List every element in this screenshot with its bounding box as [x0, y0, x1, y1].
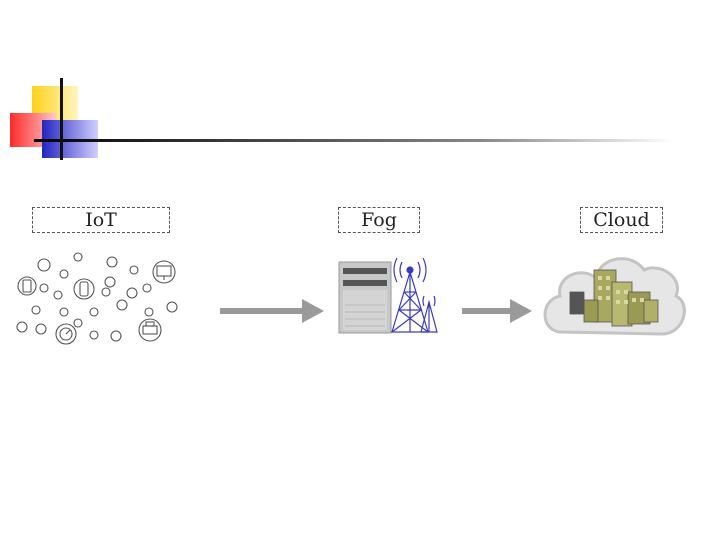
deco-vertical-line	[60, 78, 63, 160]
sensor-device-icon	[59, 269, 69, 279]
sensor-device-icon	[126, 287, 138, 299]
cloud-label: Cloud	[580, 207, 663, 233]
sensor-device-icon	[59, 307, 69, 317]
sensor-device-icon	[39, 283, 49, 293]
arrow-right-icon	[462, 299, 532, 323]
printer-icon	[138, 318, 162, 342]
deco-horizontal-line	[34, 139, 674, 142]
sensor-device-icon	[101, 287, 111, 297]
sensor-device-icon	[89, 330, 99, 340]
sensor-device-icon	[35, 323, 47, 335]
sensor-device-icon	[37, 258, 51, 272]
monitor-icon	[152, 260, 176, 284]
sensor-device-icon	[142, 283, 152, 293]
sensor-device-icon	[166, 301, 178, 313]
cloud-datacenter-icon	[543, 257, 686, 336]
iot-device-cluster	[16, 252, 178, 345]
sensor-device-icon	[144, 307, 154, 317]
iot-label: IoT	[32, 207, 170, 233]
arrow-right-icon	[220, 299, 324, 323]
phone-icon	[17, 276, 37, 296]
sensor-device-icon	[73, 318, 83, 328]
sensor-device-icon	[31, 305, 41, 315]
sensor-device-icon	[16, 321, 28, 333]
sensor-device-icon	[110, 330, 122, 342]
antenna-tower-icon	[391, 257, 438, 333]
server-icon	[338, 261, 392, 334]
sensor-device-icon	[106, 256, 118, 268]
sensor-device-icon	[53, 290, 63, 300]
fog-label: Fog	[338, 207, 420, 233]
gauge-icon	[55, 323, 77, 345]
sensor-device-icon	[116, 299, 128, 311]
slide-decoration	[10, 78, 674, 160]
sensor-device-icon	[104, 276, 116, 288]
sensor-device-icon	[129, 265, 139, 275]
sensor-device-icon	[73, 252, 83, 262]
sensor-device-icon	[89, 307, 99, 317]
tablet-icon	[73, 278, 95, 300]
